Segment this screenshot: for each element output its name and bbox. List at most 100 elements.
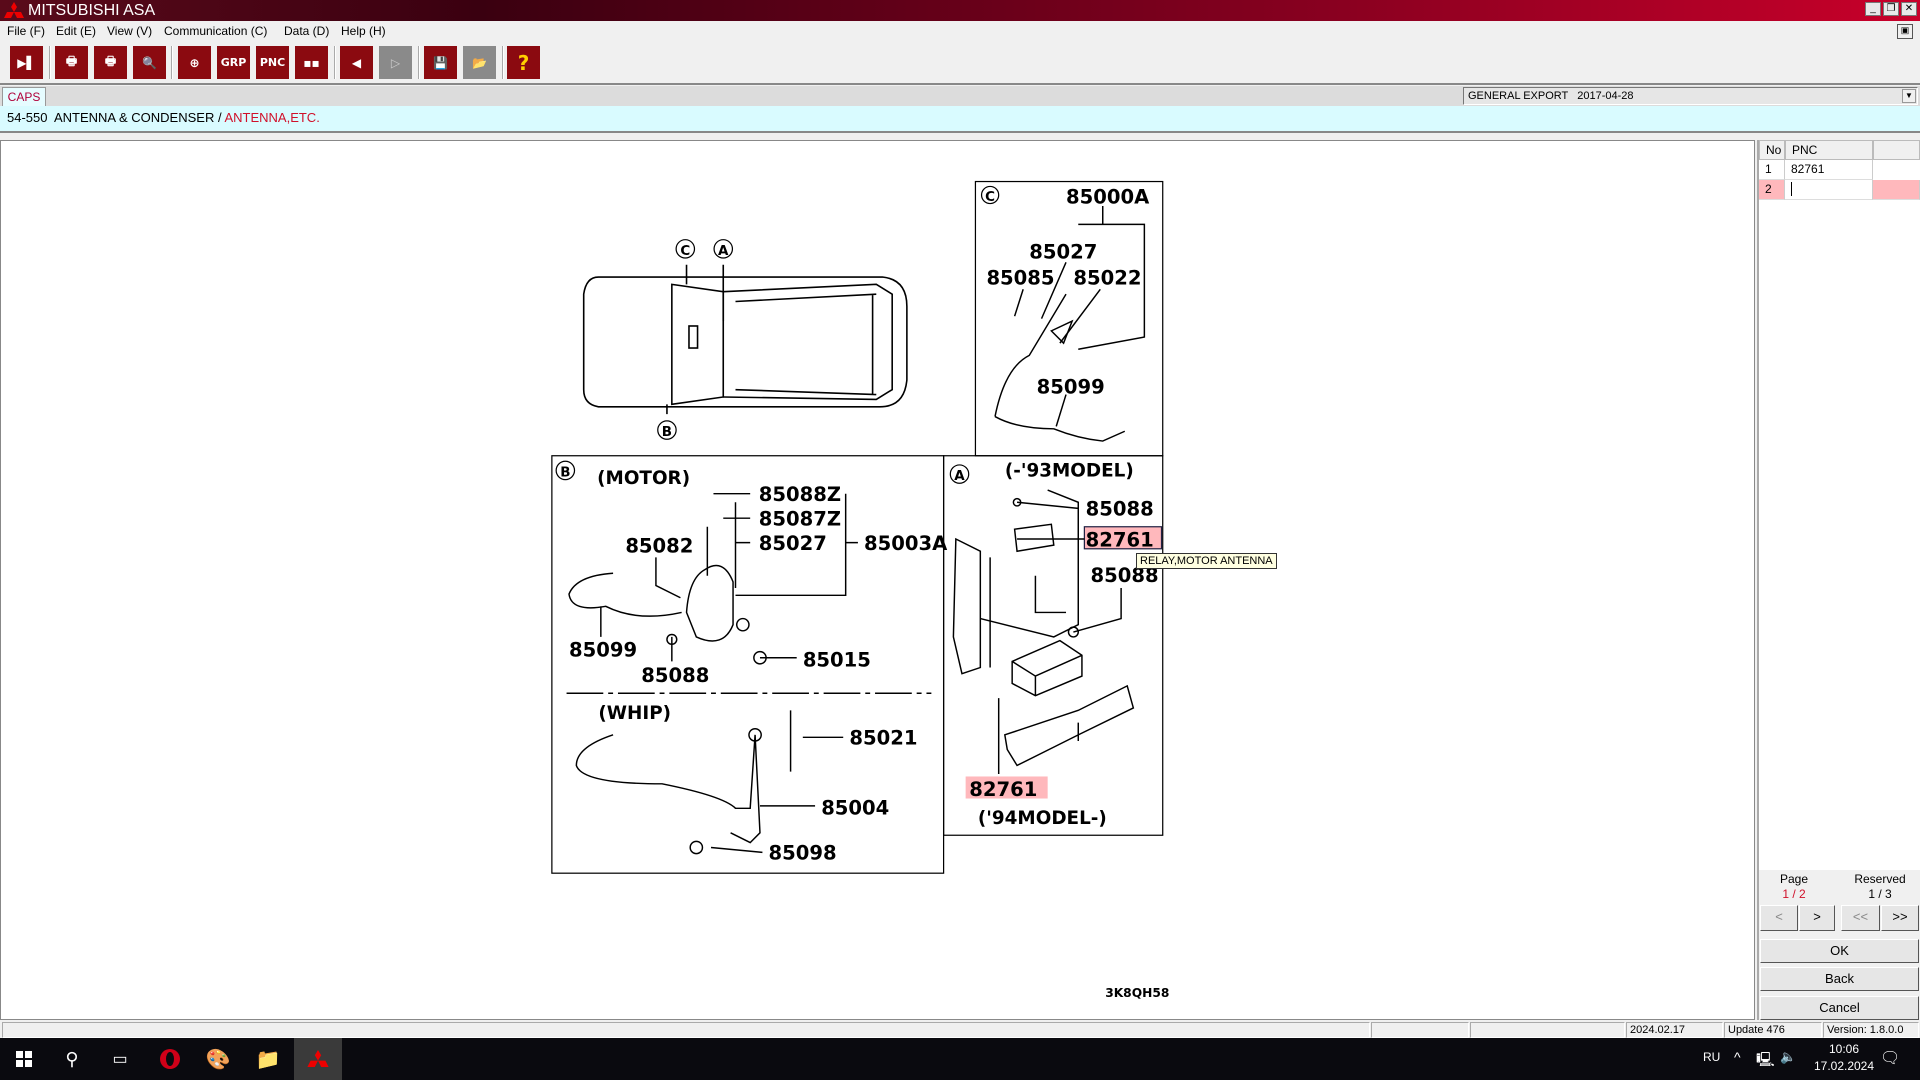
- callout-label[interactable]: 85088: [1086, 498, 1154, 521]
- callout-label[interactable]: 85027: [759, 532, 827, 555]
- pnc-input[interactable]: [1785, 180, 1873, 200]
- callout-label[interactable]: 85088: [641, 664, 709, 687]
- callout-label[interactable]: 85088Z: [759, 483, 841, 506]
- title-bar: MITSUBISHI ASA _ ❐ ✕: [0, 0, 1920, 21]
- print-preview-button[interactable]: 🔍: [133, 46, 166, 79]
- next-page-button[interactable]: >: [1799, 905, 1835, 931]
- prev-page-button[interactable]: <: [1760, 905, 1798, 931]
- column-header-no: No: [1759, 140, 1785, 160]
- callout-label[interactable]: 85004: [821, 796, 889, 819]
- language-indicator[interactable]: RU: [1703, 1050, 1721, 1064]
- next-button[interactable]: ▷: [379, 46, 412, 79]
- pnc-button[interactable]: PNC: [256, 46, 289, 79]
- relay-drawing: [952, 489, 1135, 775]
- ok-button[interactable]: OK: [1760, 939, 1919, 963]
- status-cell: [1371, 1022, 1469, 1038]
- callout-label[interactable]: 85027: [1029, 241, 1097, 264]
- last-page-button[interactable]: >>: [1881, 905, 1919, 931]
- menu-view[interactable]: View (V): [107, 24, 153, 38]
- callout-label[interactable]: 85099: [1037, 375, 1105, 398]
- catalog-select[interactable]: GENERAL EXPORT 2017-04-28 ▼: [1463, 87, 1918, 105]
- panel-a-labels: (-'93MODEL) 85088 82761 85088 82761 ('94…: [969, 461, 1158, 830]
- restore-button[interactable]: ❐: [1883, 2, 1899, 16]
- row-no[interactable]: 2: [1759, 180, 1785, 200]
- window-title: MITSUBISHI ASA: [28, 2, 156, 19]
- callout-label[interactable]: 85098: [769, 842, 837, 865]
- cancel-button[interactable]: Cancel: [1760, 996, 1919, 1020]
- help-button[interactable]: ?: [507, 46, 540, 79]
- clock-date[interactable]: 17.02.2024: [1813, 1059, 1875, 1073]
- print-screen-button[interactable]: 🖶: [55, 46, 88, 79]
- antenna-cable-drawing: [994, 206, 1146, 442]
- task-view-icon[interactable]: ▭: [112, 1051, 128, 1068]
- diagram-canvas[interactable]: C A B C 85000A 85027 85085 85022 85099 B: [1, 141, 1754, 1019]
- callout-label-highlighted[interactable]: 82761: [1086, 528, 1154, 551]
- callout-label[interactable]: 85088: [1091, 564, 1159, 587]
- chevron-down-icon[interactable]: ▼: [1902, 89, 1916, 103]
- callout-label[interactable]: 85021: [849, 727, 917, 750]
- menu-help[interactable]: Help (H): [341, 24, 386, 38]
- callout-label[interactable]: 85085: [986, 266, 1054, 289]
- marker-a: A: [713, 239, 734, 259]
- panel-c-labels: 85000A 85027 85085 85022 85099: [986, 186, 1150, 399]
- status-cell: [1470, 1022, 1625, 1038]
- row-no[interactable]: 1: [1759, 160, 1785, 180]
- callout-label[interactable]: 85087Z: [759, 508, 841, 531]
- callout-label-highlighted[interactable]: 82761: [969, 778, 1037, 801]
- mitsubishi-asa-taskbar-icon[interactable]: [294, 1038, 342, 1080]
- open-import-button[interactable]: 📂: [463, 46, 496, 79]
- status-cell: [2, 1022, 1370, 1038]
- callout-label[interactable]: 85099: [569, 639, 637, 662]
- mdi-window-icon[interactable]: ▣: [1897, 24, 1913, 39]
- clock-time[interactable]: 10:06: [1828, 1042, 1860, 1056]
- chevron-up-icon[interactable]: ^: [1734, 1049, 1741, 1065]
- panel-b-labels: (MOTOR) 85088Z 85087Z 85027 85003A 85082…: [569, 468, 948, 865]
- highlight-82761-new[interactable]: [965, 776, 1048, 799]
- marker-a: A: [949, 464, 970, 484]
- search-icon[interactable]: ⚲: [65, 1048, 79, 1069]
- status-date: 2024.02.17: [1626, 1022, 1723, 1038]
- status-bar: 2024.02.17 Update 476 Version: 1.8.0.0: [0, 1021, 1920, 1038]
- callout-label[interactable]: 85003A: [864, 532, 948, 555]
- grp-button[interactable]: GRP: [217, 46, 250, 79]
- exit-button[interactable]: ▶▌: [10, 46, 43, 79]
- notification-icon[interactable]: 🗨: [1880, 1050, 1901, 1067]
- menu-communication[interactable]: Communication (C): [164, 24, 268, 38]
- close-button[interactable]: ✕: [1901, 2, 1917, 16]
- print-button[interactable]: 🖶: [94, 46, 127, 79]
- menu-edit[interactable]: Edit (E): [56, 24, 97, 38]
- minimize-button[interactable]: _: [1865, 2, 1881, 16]
- opera-browser-icon[interactable]: [146, 1038, 194, 1080]
- tab-caps[interactable]: CAPS: [2, 87, 46, 106]
- toolbar-separator: [418, 46, 420, 79]
- marker-label: B: [662, 425, 672, 440]
- parts-diagram[interactable]: C A B C 85000A 85027 85085 85022 85099 B: [0, 140, 1755, 1020]
- menu-file[interactable]: File (F): [7, 24, 45, 38]
- marker-b: B: [657, 420, 677, 440]
- volume-icon[interactable]: 🔈: [1780, 1049, 1797, 1064]
- callout-label[interactable]: 85015: [803, 648, 871, 671]
- save-export-button[interactable]: 💾: [424, 46, 457, 79]
- marker-label: C: [985, 190, 995, 205]
- toolbar-separator: [502, 46, 504, 79]
- callout-label[interactable]: 85082: [625, 534, 693, 557]
- paint-icon[interactable]: 🎨: [205, 1048, 231, 1071]
- file-explorer-icon[interactable]: 📁: [255, 1048, 281, 1071]
- marker-c: C: [980, 185, 1000, 205]
- layout-grid-button[interactable]: ▪▪: [295, 46, 328, 79]
- highlight-82761-old[interactable]: [1083, 526, 1163, 550]
- windows-start-icon[interactable]: [0, 1038, 48, 1080]
- row-pnc[interactable]: 82761: [1785, 160, 1873, 180]
- tab-strip: CAPS GENERAL EXPORT 2017-04-28 ▼: [0, 86, 1920, 106]
- first-page-button[interactable]: <<: [1841, 905, 1880, 931]
- text-cursor: [1791, 182, 1792, 196]
- network-icon[interactable]: 🖳: [1756, 1051, 1775, 1067]
- callout-label[interactable]: 85000A: [1066, 186, 1150, 209]
- mitsubishi-logo-icon: [4, 2, 24, 18]
- back-button[interactable]: Back: [1760, 967, 1919, 991]
- previous-button[interactable]: ◀: [340, 46, 373, 79]
- callout-label[interactable]: 85022: [1073, 266, 1141, 289]
- zoom-in-button[interactable]: ⊕: [178, 46, 211, 79]
- menu-data[interactable]: Data (D): [284, 24, 330, 38]
- breadcrumb-group[interactable]: 54-550 ANTENNA & CONDENSER /: [7, 110, 225, 125]
